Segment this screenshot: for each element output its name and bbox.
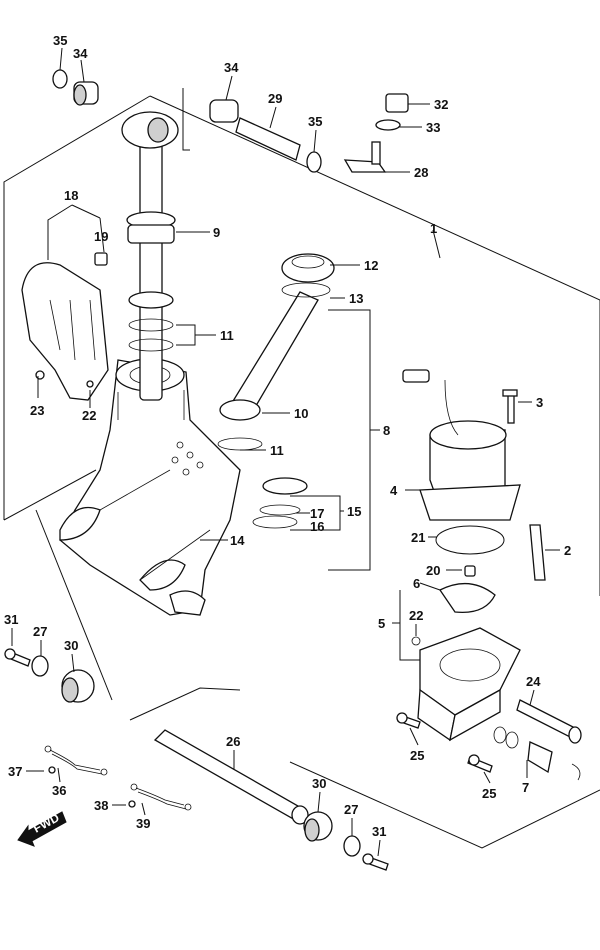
motor-4 bbox=[402, 369, 521, 555]
callout-22: 22 bbox=[82, 408, 96, 423]
callout-1: 1 bbox=[430, 221, 437, 236]
callout-27: 27 bbox=[344, 802, 358, 817]
callout-16: 16 bbox=[310, 519, 324, 534]
callout-21: 21 bbox=[411, 530, 425, 545]
callout-26: 26 bbox=[226, 734, 240, 749]
shaft-26 bbox=[153, 729, 389, 871]
callout-39: 39 bbox=[136, 816, 150, 831]
callout-6: 6 bbox=[413, 576, 420, 591]
callout-35: 35 bbox=[53, 33, 67, 48]
callout-labels: 35 34 34 29 35 32 33 28 18 19 9 1 12 13 … bbox=[4, 33, 571, 839]
callout-25: 25 bbox=[410, 748, 424, 763]
wire-36 bbox=[44, 745, 108, 776]
callout-20: 20 bbox=[426, 563, 440, 578]
callout-10: 10 bbox=[294, 406, 308, 421]
callout-15: 15 bbox=[347, 504, 361, 519]
top-small-parts bbox=[52, 69, 409, 173]
callout-14: 14 bbox=[230, 533, 245, 548]
callout-37: 37 bbox=[8, 764, 22, 779]
bracket-2 bbox=[529, 524, 546, 581]
bolt-24 bbox=[516, 699, 582, 744]
callout-32: 32 bbox=[434, 97, 448, 112]
screw-25a bbox=[396, 712, 421, 729]
fwd-arrow-icon: FWD bbox=[17, 810, 67, 847]
assembly-outline bbox=[3, 88, 600, 849]
callout-19: 19 bbox=[94, 229, 108, 244]
callout-4: 4 bbox=[390, 483, 398, 498]
callout-8: 8 bbox=[383, 423, 390, 438]
callout-31: 31 bbox=[372, 824, 386, 839]
valve-7 bbox=[493, 726, 581, 781]
callout-13: 13 bbox=[349, 291, 363, 306]
callout-17: 17 bbox=[310, 506, 324, 521]
callout-27: 27 bbox=[33, 624, 47, 639]
callout-5: 5 bbox=[378, 616, 385, 631]
callout-33: 33 bbox=[426, 120, 440, 135]
left-hardware bbox=[4, 648, 95, 703]
callout-25: 25 bbox=[482, 786, 496, 801]
callout-23: 23 bbox=[30, 403, 44, 418]
callout-3: 3 bbox=[536, 395, 543, 410]
callout-34: 34 bbox=[73, 46, 88, 61]
reservoir-18 bbox=[21, 252, 109, 401]
callout-24: 24 bbox=[526, 674, 541, 689]
callout-22: 22 bbox=[409, 608, 423, 623]
callout-36: 36 bbox=[52, 783, 66, 798]
callout-2: 2 bbox=[564, 543, 571, 558]
screw-25b bbox=[467, 754, 493, 773]
valve-body-5 bbox=[411, 565, 521, 742]
callout-12: 12 bbox=[364, 258, 378, 273]
callout-9: 9 bbox=[213, 225, 220, 240]
callout-7: 7 bbox=[522, 780, 529, 795]
callout-38: 38 bbox=[94, 798, 108, 813]
callout-35: 35 bbox=[308, 114, 322, 129]
callout-29: 29 bbox=[268, 91, 282, 106]
leader-lines bbox=[11, 47, 560, 857]
callout-34: 34 bbox=[224, 60, 239, 75]
piston-tube-10 bbox=[217, 253, 335, 529]
wire-39 bbox=[128, 783, 192, 811]
callout-28: 28 bbox=[414, 165, 428, 180]
callout-30: 30 bbox=[312, 776, 326, 791]
callout-11: 11 bbox=[270, 443, 284, 458]
callout-11: 11 bbox=[220, 328, 234, 343]
callout-18: 18 bbox=[64, 188, 78, 203]
trim-rod-9 bbox=[121, 111, 179, 401]
callout-30: 30 bbox=[64, 638, 78, 653]
callout-31: 31 bbox=[4, 612, 18, 627]
